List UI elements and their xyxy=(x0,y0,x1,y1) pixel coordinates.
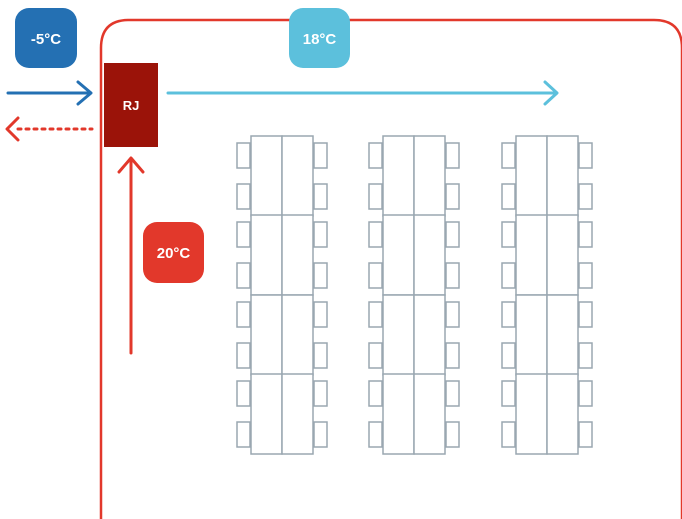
chair xyxy=(313,183,328,210)
table xyxy=(515,214,548,296)
outside-air-arrow xyxy=(6,80,93,106)
chair xyxy=(578,421,593,448)
chair xyxy=(236,221,251,248)
table xyxy=(281,214,314,296)
chair xyxy=(501,421,516,448)
table xyxy=(250,135,283,217)
svg-text:20°C: 20°C xyxy=(157,245,191,262)
svg-text:-5°C: -5°C xyxy=(31,31,61,48)
table xyxy=(546,135,579,217)
chair xyxy=(236,421,251,448)
chair xyxy=(578,380,593,407)
outside-temp-badge: -5°C xyxy=(15,8,77,68)
table xyxy=(250,294,283,376)
chair xyxy=(501,142,516,169)
chair xyxy=(313,421,328,448)
table xyxy=(382,373,415,455)
chair xyxy=(578,342,593,369)
chair xyxy=(445,183,460,210)
supply-temp-badge: 18°C xyxy=(289,8,350,68)
chair xyxy=(368,221,383,248)
chair xyxy=(578,183,593,210)
rj-unit: RJ xyxy=(104,63,158,147)
svg-text:18°C: 18°C xyxy=(303,31,337,48)
supply-air-arrow xyxy=(166,80,559,106)
chair xyxy=(368,262,383,289)
table xyxy=(546,373,579,455)
table xyxy=(382,214,415,296)
chair xyxy=(445,221,460,248)
chair xyxy=(445,142,460,169)
table xyxy=(382,135,415,217)
chair xyxy=(368,380,383,407)
table xyxy=(281,294,314,376)
table xyxy=(515,294,548,376)
chair xyxy=(445,262,460,289)
table xyxy=(281,135,314,217)
return-temp-badge: 20°C xyxy=(143,222,204,283)
chair xyxy=(445,301,460,328)
chair xyxy=(313,142,328,169)
chair xyxy=(501,262,516,289)
chair xyxy=(578,301,593,328)
room-outline xyxy=(99,18,682,519)
table xyxy=(382,294,415,376)
chair xyxy=(236,342,251,369)
table xyxy=(413,373,446,455)
table xyxy=(281,373,314,455)
chair xyxy=(578,142,593,169)
chair xyxy=(313,380,328,407)
chair xyxy=(445,380,460,407)
chair xyxy=(368,421,383,448)
chair xyxy=(501,221,516,248)
table xyxy=(413,135,446,217)
chair xyxy=(313,221,328,248)
chair xyxy=(236,183,251,210)
chair xyxy=(368,342,383,369)
table xyxy=(546,294,579,376)
chair xyxy=(313,342,328,369)
table xyxy=(546,214,579,296)
chair xyxy=(313,301,328,328)
chair xyxy=(236,301,251,328)
table xyxy=(413,294,446,376)
chair xyxy=(578,221,593,248)
table xyxy=(250,214,283,296)
tables-group xyxy=(236,135,593,455)
table xyxy=(413,214,446,296)
chair xyxy=(236,380,251,407)
chair xyxy=(313,262,328,289)
chair xyxy=(368,301,383,328)
chair xyxy=(368,183,383,210)
chair xyxy=(445,421,460,448)
table xyxy=(515,373,548,455)
chair xyxy=(501,301,516,328)
chair xyxy=(368,142,383,169)
chair xyxy=(445,342,460,369)
chair xyxy=(501,342,516,369)
chair xyxy=(578,262,593,289)
return-air-arrow xyxy=(117,156,145,355)
chair xyxy=(501,183,516,210)
table xyxy=(515,135,548,217)
chair xyxy=(236,142,251,169)
exhaust-air-arrow xyxy=(5,116,94,142)
table xyxy=(250,373,283,455)
unit-label: RJ xyxy=(123,98,140,113)
chair xyxy=(236,262,251,289)
chair xyxy=(501,380,516,407)
